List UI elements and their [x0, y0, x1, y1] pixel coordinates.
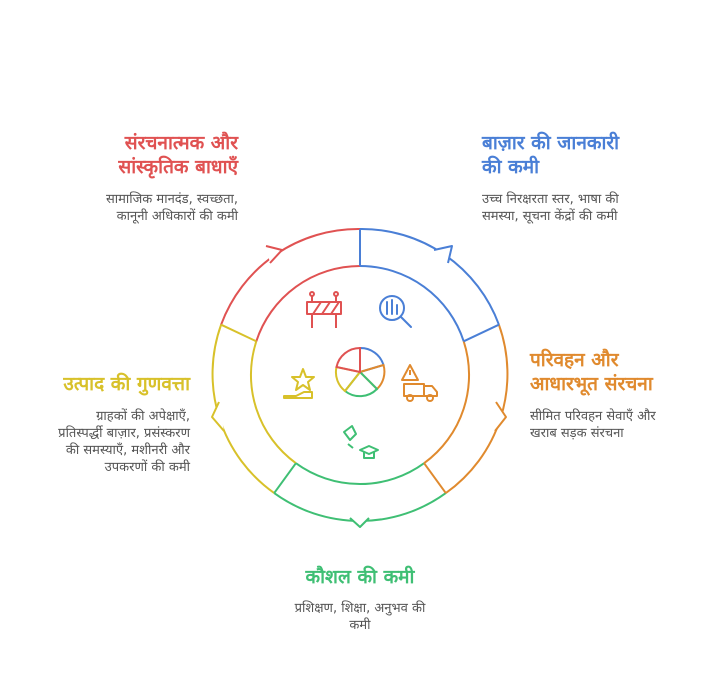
arrow-notch-yellow [211, 401, 225, 432]
desc-skills: प्रशिक्षण, शिक्षा, अनुभव की कमी [240, 600, 480, 634]
road-barrier-icon [306, 291, 342, 328]
outer-arc-red [220, 227, 361, 326]
desc-cultural-line-2: कानूनी अधिकारों की कमी [116, 209, 238, 224]
title-cultural-barriers: संरचनात्मक और सांस्कृतिक बाधाएँ [40, 131, 238, 179]
desc-cultural-barriers: सामाजिक मानदंड, स्वच्छता, कानूनी अधिकारो… [40, 191, 238, 225]
outer-ring [211, 227, 509, 522]
title-skills: कौशल की कमी [240, 565, 480, 589]
desc-skills-line-1: प्रशिक्षण, शिक्षा, अनुभव की [294, 601, 426, 616]
graduation-cap-icon [343, 425, 379, 459]
title-cultural-line-1: संरचनात्मक और [124, 132, 238, 154]
market-search-icon [379, 295, 412, 328]
inner-ring [249, 265, 471, 486]
outer-arc-green [273, 492, 447, 522]
title-market-info: बाज़ार की जानकारी की कमी [482, 131, 692, 179]
title-skills-line-1: कौशल की कमी [305, 566, 415, 588]
connectors [220, 229, 500, 494]
arrow-notch-orange [494, 401, 507, 432]
outer-arc-yellow [211, 324, 275, 494]
title-transport: परिवहन और आधारभूत संरचना [530, 348, 710, 396]
title-market-line-2: की कमी [482, 156, 540, 178]
desc-transport-line-1: सीमित परिवहन सेवाएँ और [530, 409, 656, 424]
title-transport-line-1: परिवहन और [530, 349, 619, 371]
desc-quality-line-2: प्रतिस्पर्द्धी बाज़ार, प्रसंस्करण [58, 426, 190, 441]
title-transport-line-2: आधारभूत संरचना [530, 373, 653, 395]
desc-product-quality: ग्राहकों की अपेक्षाएँ, प्रतिस्पर्द्धी बा… [10, 408, 190, 476]
truck-warning-icon [401, 364, 438, 402]
title-product-quality: उत्पाद की गुणवत्ता [10, 372, 190, 396]
desc-cultural-line-1: सामाजिक मानदंड, स्वच्छता, [106, 192, 238, 207]
pie-chart-icon [334, 346, 386, 398]
desc-transport-line-2: खराब सड़क संरचना [530, 426, 624, 441]
desc-quality-line-1: ग्राहकों की अपेक्षाएँ, [96, 409, 190, 424]
title-quality-line-1: उत्पाद की गुणवत्ता [63, 373, 190, 395]
desc-skills-line-2: कमी [349, 618, 371, 633]
arrow-notch-green [349, 517, 370, 528]
inner-arc-orange [423, 340, 471, 465]
desc-market-line-2: समस्या, सूचना केंद्रों की कमी [482, 209, 618, 224]
title-cultural-line-2: सांस्कृतिक बाधाएँ [118, 156, 238, 178]
arrow-notches [211, 245, 507, 528]
title-market-line-1: बाज़ार की जानकारी [482, 132, 620, 154]
desc-quality-line-4: उपकरणों की कमी [104, 460, 190, 475]
star-hand-icon [283, 368, 315, 399]
arrow-notch-blue [433, 245, 453, 264]
desc-quality-line-3: की समस्याएँ, मशीनरी और [65, 443, 190, 458]
inner-arc-blue [359, 265, 465, 342]
arrow-notch-red [265, 245, 283, 264]
desc-market-info: उच्च निरक्षरता स्तर, भाषा की समस्या, सूच… [482, 191, 692, 225]
desc-transport: सीमित परिवहन सेवाएँ और खराब सड़क संरचना [530, 408, 710, 442]
inner-arc-red [255, 265, 361, 342]
inner-arc-yellow [249, 340, 297, 465]
desc-market-line-1: उच्च निरक्षरता स्तर, भाषा की [482, 192, 619, 207]
inner-arc-green [295, 462, 425, 486]
